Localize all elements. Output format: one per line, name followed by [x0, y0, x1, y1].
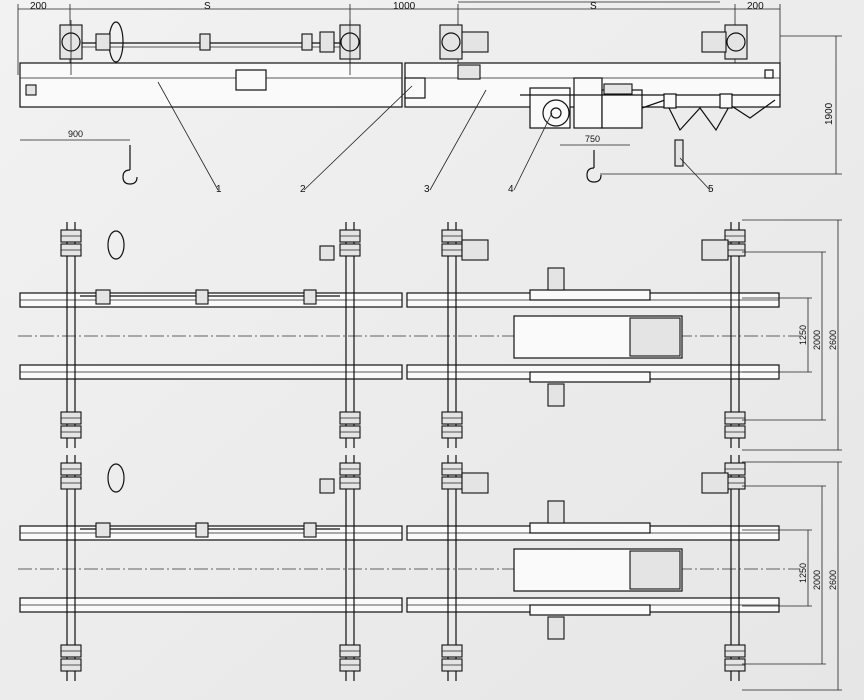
hook-right-icon	[586, 150, 602, 183]
callout-leader-4	[513, 112, 553, 191]
plan-coupling-3	[303, 522, 317, 538]
wheel-stack-1	[339, 455, 361, 681]
trolley	[520, 77, 780, 129]
coupling-2	[199, 33, 211, 51]
pendant-control	[674, 139, 684, 167]
cable-trolley-1	[663, 93, 677, 109]
plan-trolley-frame-top	[529, 289, 651, 301]
plan-view-upper	[18, 222, 800, 448]
dim-top-span-right: S	[590, 1, 597, 12]
dim-track-inner-lower: 1250	[798, 563, 808, 583]
plan-trolley-wheel-bottom	[547, 383, 565, 407]
plan-trolley-motor	[629, 550, 681, 590]
motor-box	[457, 64, 481, 80]
plan-hand-wheel	[107, 463, 125, 493]
end-carriage-left	[59, 20, 83, 75]
plan-motor-b	[701, 239, 729, 261]
wheel-stack-3	[724, 455, 746, 681]
plan-gear	[319, 245, 335, 261]
wheel-stack-0	[60, 222, 82, 448]
plan-trolley-wheel-top	[547, 500, 565, 524]
wheel-stack-2	[441, 455, 463, 681]
callout-2: 2	[300, 184, 306, 195]
buffer-left	[25, 84, 37, 96]
callout-4: 4	[508, 184, 514, 195]
dim-trolley-base: 750	[585, 134, 600, 144]
wheel-stack-0	[60, 455, 82, 681]
plan-trolley-frame-top	[529, 522, 651, 534]
plan-trolley-frame-bottom	[529, 371, 651, 383]
dim-track-outer-lower: 2600	[828, 570, 838, 590]
plan-coupling-1	[95, 522, 111, 538]
callout-1: 1	[216, 184, 222, 195]
bracket-2	[404, 77, 426, 99]
elevation-view: 200 S 1000 S 200	[17, 1, 842, 195]
hook-left-icon	[122, 145, 138, 185]
dim-top-left-end: 200	[30, 1, 47, 12]
plan-coupling-1	[95, 289, 111, 305]
wheel-stack-2	[441, 222, 463, 448]
coupling-3	[301, 33, 313, 51]
callout-leader-3	[429, 89, 487, 191]
dim-height: 1900	[824, 102, 835, 125]
dim-top-span-left: S	[204, 1, 211, 12]
control-box	[235, 69, 267, 91]
plan-view-lower	[18, 455, 800, 681]
wheel-stack-1	[339, 222, 361, 448]
coupling-1	[95, 33, 111, 51]
buffer-right	[764, 69, 774, 79]
dim-track-middle-upper: 2000	[812, 330, 822, 350]
plan-hand-wheel	[107, 230, 125, 260]
plan-motor-a	[461, 239, 489, 261]
end-carriage-center-right	[439, 24, 489, 60]
dims-plan-lower: 1250 2000 2600	[742, 461, 842, 691]
dims-plan-upper: 1250 2000 2600	[742, 219, 842, 451]
coupling-4	[319, 31, 335, 53]
end-carriage-center-left	[339, 20, 361, 75]
cable-trolley-2	[719, 93, 733, 109]
end-carriage-right	[701, 24, 748, 60]
callout-leader-1	[157, 81, 219, 191]
dim-hook-offset: 900	[68, 129, 83, 139]
dim-top-joint: 1000	[393, 1, 416, 12]
plan-gear	[319, 478, 335, 494]
callout-leader-5	[679, 157, 711, 191]
dim-track-inner-upper: 1250	[798, 325, 808, 345]
plan-trolley-frame-bottom	[529, 604, 651, 616]
plan-motor-b	[701, 472, 729, 494]
plan-trolley-wheel-top	[547, 267, 565, 291]
plan-trolley-wheel-bottom	[547, 616, 565, 640]
girder-left	[19, 62, 403, 108]
plan-coupling-2	[195, 522, 209, 538]
callout-5: 5	[708, 184, 714, 195]
callout-leader-2	[303, 85, 413, 191]
dim-track-middle-lower: 2000	[812, 570, 822, 590]
plan-motor-a	[461, 472, 489, 494]
plan-coupling-2	[195, 289, 209, 305]
plan-trolley-motor	[629, 317, 681, 357]
callout-3: 3	[424, 184, 430, 195]
wheel-stack-3	[724, 222, 746, 448]
dim-top-right-end: 200	[747, 1, 764, 12]
dim-track-outer-upper: 2600	[828, 330, 838, 350]
plan-coupling-3	[303, 289, 317, 305]
